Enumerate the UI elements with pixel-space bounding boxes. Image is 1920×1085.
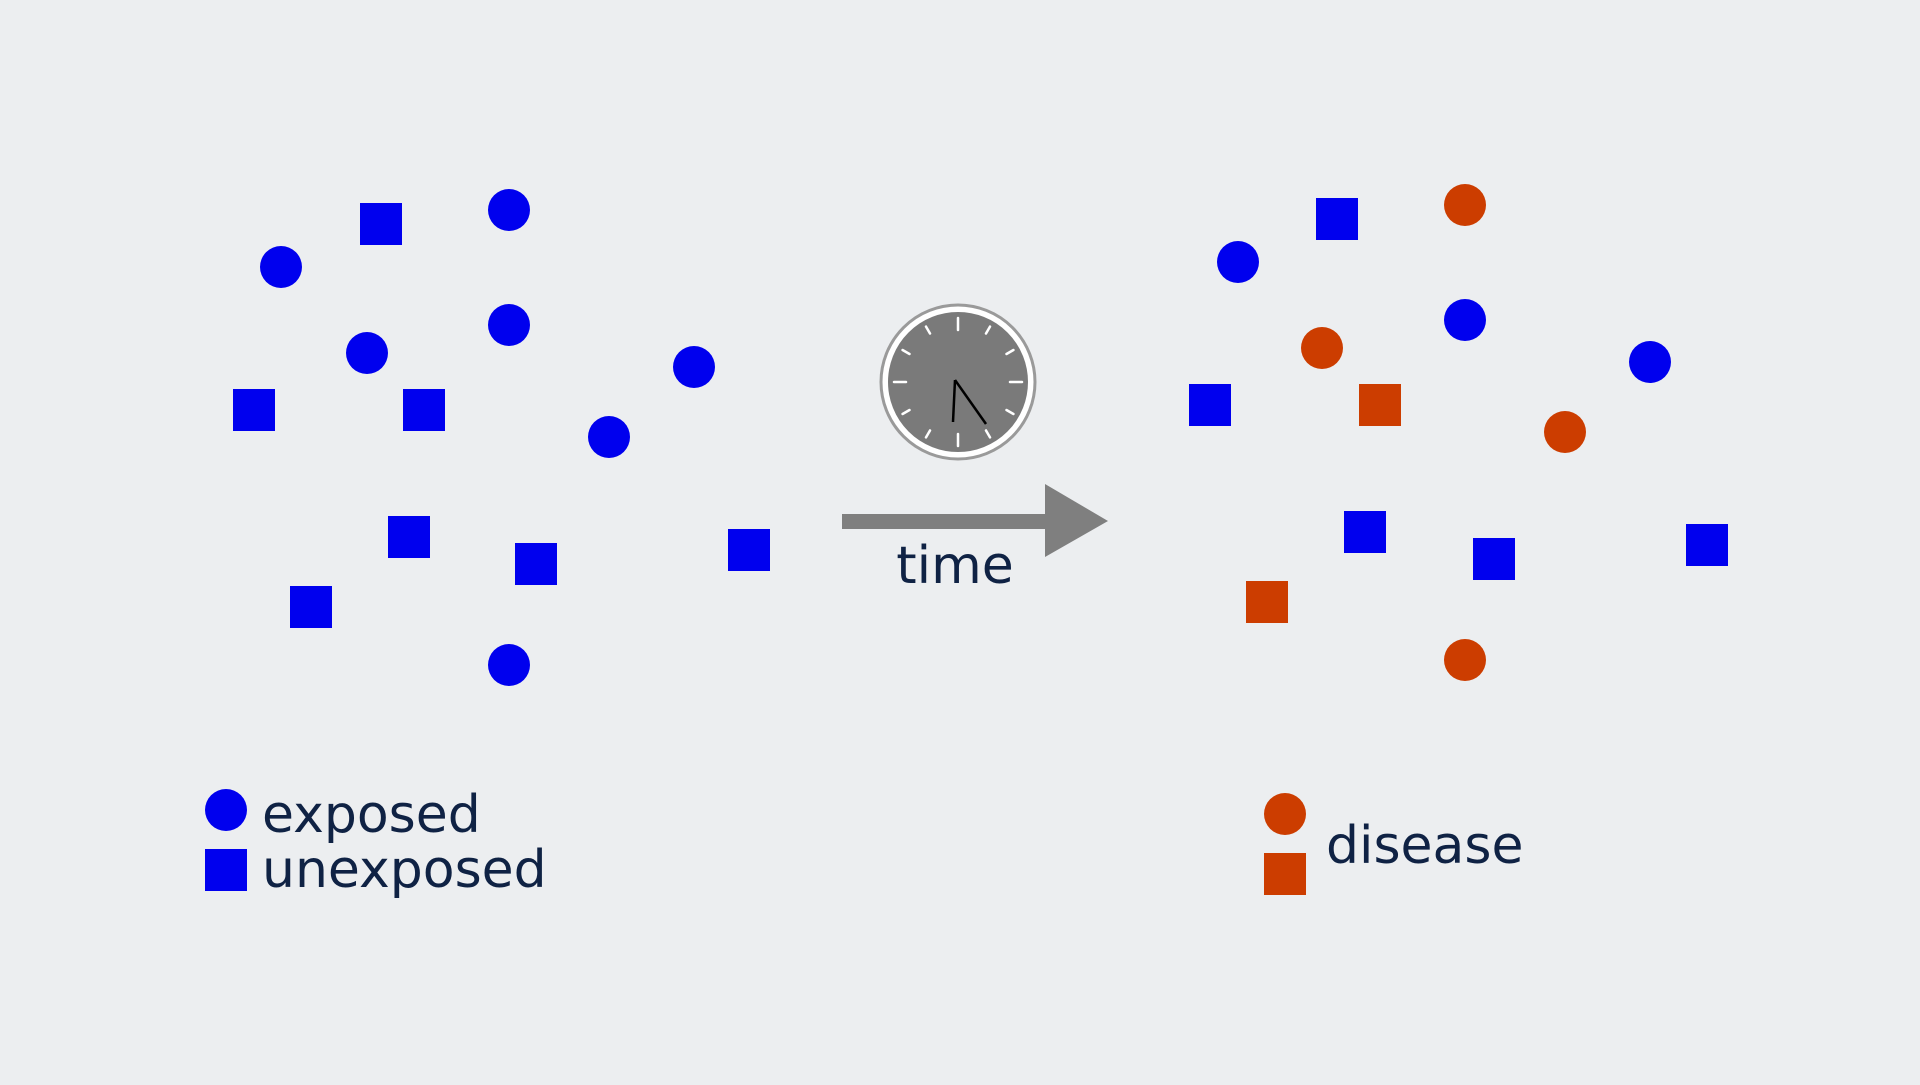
unexposed-square xyxy=(1686,524,1728,566)
disease-circle xyxy=(1444,184,1486,226)
clock-tick xyxy=(1005,408,1015,416)
exposed-circle xyxy=(1444,299,1486,341)
disease-square xyxy=(1246,581,1288,623)
exposed-circle xyxy=(488,189,530,231)
legend-right: disease xyxy=(1264,793,1524,895)
exposed-circle xyxy=(488,644,530,686)
time-label: time xyxy=(896,536,1013,596)
disease-circle xyxy=(1444,639,1486,681)
unexposed-square xyxy=(233,389,275,431)
clock-tick xyxy=(984,325,992,335)
exposed-circle xyxy=(588,416,630,458)
clock-tick xyxy=(924,325,932,335)
exposed-circle xyxy=(488,304,530,346)
clock-tick xyxy=(924,429,932,439)
exposed-circle xyxy=(346,332,388,374)
clock-tick xyxy=(901,408,911,416)
legend-unexposed-square xyxy=(205,849,247,891)
unexposed-square xyxy=(1344,511,1386,553)
clock-minute-hand xyxy=(951,379,957,423)
legend-unexposed-label: unexposed xyxy=(262,840,547,900)
exposed-circle xyxy=(1629,341,1671,383)
clock-hour-hand xyxy=(953,379,988,425)
time-arrow: time xyxy=(842,484,1108,596)
disease-circle xyxy=(1301,327,1343,369)
unexposed-square xyxy=(728,529,770,571)
legend-disease-label: disease xyxy=(1326,816,1524,876)
population-before xyxy=(233,189,770,686)
unexposed-square xyxy=(388,516,430,558)
clock-tick xyxy=(901,348,911,356)
disease-square xyxy=(1359,384,1401,426)
unexposed-square xyxy=(360,203,402,245)
unexposed-square xyxy=(1189,384,1231,426)
exposed-circle xyxy=(673,346,715,388)
legend-exposed-circle xyxy=(205,789,247,831)
exposed-circle xyxy=(260,246,302,288)
unexposed-square xyxy=(515,543,557,585)
exposed-circle xyxy=(1217,241,1259,283)
clock-tick xyxy=(984,429,992,439)
legend-left: exposed unexposed xyxy=(205,785,547,900)
unexposed-square xyxy=(403,389,445,431)
legend-exposed-label: exposed xyxy=(262,785,481,845)
disease-circle xyxy=(1544,411,1586,453)
unexposed-square xyxy=(1473,538,1515,580)
population-after xyxy=(1189,184,1728,681)
unexposed-square xyxy=(290,586,332,628)
unexposed-square xyxy=(1316,198,1358,240)
legend-disease-square xyxy=(1264,853,1306,895)
clock-icon xyxy=(879,303,1037,461)
clock-tick xyxy=(1005,348,1015,356)
legend-disease-circle xyxy=(1264,793,1306,835)
